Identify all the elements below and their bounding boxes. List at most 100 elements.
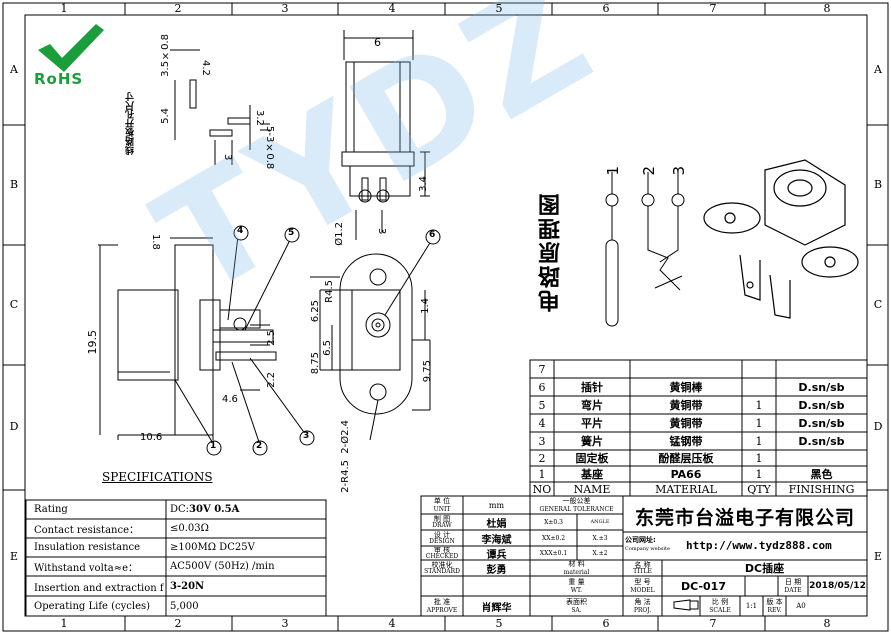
bubble-6-label: 6 xyxy=(429,230,436,240)
circuit-title: 电路原理图 xyxy=(539,192,564,312)
tb-date-en: DATE xyxy=(784,587,802,594)
zone-col-2: 2 xyxy=(174,2,182,15)
tb-rev-cn: 版 本 xyxy=(766,597,783,606)
spec-label: Rating xyxy=(34,504,68,515)
tb-tolerance-en: GENERAL TOLERANCE xyxy=(539,505,614,513)
zone-col-7-bottom: 7 xyxy=(709,617,717,630)
tb-standard-en: STANDARD xyxy=(424,568,460,575)
tb-rev-en: REV. xyxy=(767,607,782,614)
tb-design-cn: 设 计 xyxy=(433,531,451,538)
bom-cell-no: 1 xyxy=(538,467,546,481)
bubble-1-label: 1 xyxy=(210,441,217,451)
tb-approve-cn: 批 准 xyxy=(433,597,451,606)
spec-value: ≤0.03Ω xyxy=(170,523,209,534)
bom-header-material: MATERIAL xyxy=(655,482,717,496)
bubble-4 xyxy=(233,225,249,241)
bom-cell-qty xyxy=(742,378,776,396)
zone-col-2-bottom: 2 xyxy=(174,617,182,630)
bubble-2-label: 2 xyxy=(256,441,263,451)
zone-row-d-right: D xyxy=(873,420,883,433)
dim-2-2: 2.2 xyxy=(266,372,277,388)
bom-cell-material: 黄铜带 xyxy=(669,417,703,430)
tb-title-value: DC插座 xyxy=(744,562,785,575)
dim-5-4: 5.4 xyxy=(160,108,171,124)
zone-col-7: 7 xyxy=(709,2,717,15)
bom-cell-no: 5 xyxy=(538,398,546,412)
zone-row-a: A xyxy=(10,63,18,76)
bubble-3-label: 3 xyxy=(303,431,310,441)
dim-3-4: 3.4 xyxy=(418,176,429,192)
bom-cell-qty: 1 xyxy=(755,451,763,465)
pin-2-label: 2 xyxy=(640,166,658,176)
projection-symbol-icon xyxy=(673,599,699,611)
bom-cell-no: 3 xyxy=(538,434,546,448)
zone-row-e: E xyxy=(9,550,19,563)
website-label-cn: 公司网址: xyxy=(625,536,656,544)
spec-value-cell: AC500V (50Hz) /min xyxy=(170,557,324,576)
zone-col-3: 3 xyxy=(281,2,289,15)
zone-row-b-right: B xyxy=(873,178,883,191)
zone-col-5: 5 xyxy=(495,2,503,15)
circuit-schematic xyxy=(605,172,685,327)
website-link[interactable]: http://www.tydz888.com xyxy=(686,539,832,552)
bom-cell-finishing: 黑色 xyxy=(810,468,833,481)
bubble-3 xyxy=(299,430,315,446)
tb-model-value: DC-017 xyxy=(681,579,726,593)
tb-model-cn: 型 号 xyxy=(634,577,651,586)
tb-unit-cn: 单 位 xyxy=(433,497,451,505)
zone-col-5-bottom: 5 xyxy=(495,617,503,630)
bubble-4-label: 4 xyxy=(237,226,244,236)
dim-10-6: 10.6 xyxy=(140,432,163,443)
bom-cell-material xyxy=(630,360,742,378)
spec-value-cell: 5,000 xyxy=(170,596,324,616)
zone-col-1: 1 xyxy=(60,2,68,15)
zone-row-d: D xyxy=(9,420,19,433)
bubble-6 xyxy=(425,229,441,245)
tb-draw-name: 杜娟 xyxy=(486,518,507,530)
tb-scale-value: 1:1 xyxy=(745,602,758,610)
bom-cell-name: 插针 xyxy=(581,381,603,394)
dim-3-2: 3.2 xyxy=(254,110,265,126)
spec-value-cell: ≤0.03Ω xyxy=(170,519,324,538)
tb-checked-cn: 审 核 xyxy=(433,547,451,553)
spec-value-cell: 3-20N xyxy=(170,576,324,596)
tb-weight-en: WT. xyxy=(570,587,583,594)
bom-cell-qty: 1 xyxy=(755,434,763,448)
tb-date-value: 2018/05/12 xyxy=(809,581,866,591)
tb-tol-3b: X.±2 xyxy=(592,549,608,557)
dim-6-5: 6.5 xyxy=(322,340,333,356)
dim-8-75: 8.75 xyxy=(310,352,321,375)
tb-proj-en: PROJ. xyxy=(633,607,652,614)
dim-4-2: 4.2 xyxy=(200,60,211,76)
bom-cell-material: 黄铜带 xyxy=(669,399,703,412)
bubble-5-label: 5 xyxy=(288,228,295,238)
rohs-logo-text: RoHS xyxy=(34,70,84,88)
bubble-2 xyxy=(252,440,268,456)
bom-cell-finishing xyxy=(776,450,867,466)
bom-cell-no: 7 xyxy=(538,362,546,376)
dim-1-4: 1.4 xyxy=(420,298,431,314)
bom-header-qty: QTY xyxy=(747,482,771,496)
specs-table-grid xyxy=(25,499,327,617)
spec-prefix: DC: xyxy=(170,504,190,515)
zone-col-6-bottom: 6 xyxy=(602,617,610,630)
zone-col-8: 8 xyxy=(823,2,831,15)
dim-2-dia-2-4: 2-Ø2.4 xyxy=(340,420,351,454)
dim-1-8: 1.8 xyxy=(150,234,161,250)
tb-scale-cn: 比 例 xyxy=(711,597,729,606)
bom-cell-finishing: D.sn/sb xyxy=(798,434,845,448)
rohs-check-mark xyxy=(38,24,104,72)
spec-value: ≥100MΩ DC25V xyxy=(170,542,255,553)
dim-19-5: 19.5 xyxy=(86,330,99,355)
spec-value: 5,000 xyxy=(170,600,199,612)
dim-3-5x0-8: 3.5×0.8 xyxy=(160,34,171,77)
tb-scale-en: SCALE xyxy=(709,607,731,614)
bom-cell-name: 簧片 xyxy=(581,435,603,448)
dim-2-5: 2.5 xyxy=(266,330,277,346)
spec-value: 30V 0.5A xyxy=(189,504,240,515)
tb-weight-cn: 重 量 xyxy=(568,577,585,586)
zone-row-a-right: A xyxy=(874,63,882,76)
bom-cell-finishing: D.sn/sb xyxy=(798,380,845,394)
zone-row-e-right: E xyxy=(873,550,883,563)
dim-r4-5-top: R4.5 xyxy=(324,280,335,303)
